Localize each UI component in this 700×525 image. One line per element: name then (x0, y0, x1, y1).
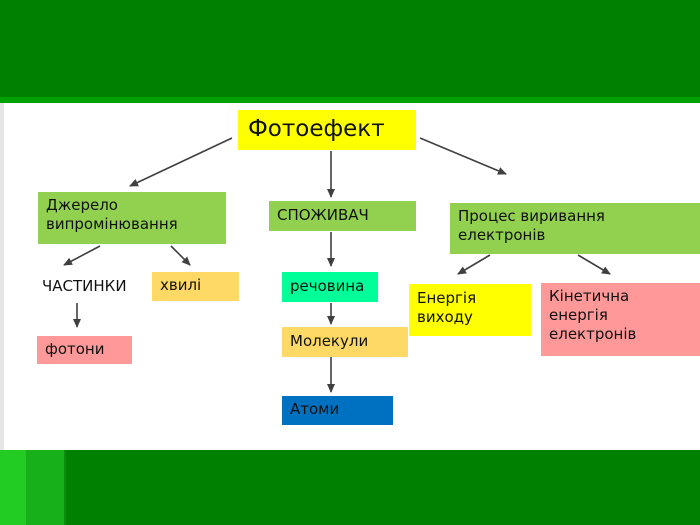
node-kinetic-energy: Кінетична енергія електронів (541, 283, 700, 356)
node-work-function: Енергія виходу (409, 284, 531, 336)
top-band-stripe (0, 97, 700, 103)
node-electron-emission-process: Процес виривання електронів (450, 203, 700, 254)
bottom-green-band (0, 450, 700, 525)
node-atoms: Атоми (282, 396, 393, 425)
arrow-process-to-work-function (457, 254, 491, 275)
node-waves: хвилі (152, 272, 239, 301)
node-photoeffect-title: Фотоефект (238, 110, 416, 150)
node-particles: ЧАСТИНКИ (36, 274, 146, 302)
top-green-band (0, 0, 700, 103)
arrow-source-to-waves (170, 245, 191, 266)
bottom-band-stripe-light (0, 450, 26, 525)
node-radiation-source: Джерело випромінювання (38, 192, 226, 244)
node-molecules: Молекули (282, 327, 408, 357)
node-substance: речовина (282, 272, 378, 302)
bottom-band-stripe-divider (64, 450, 66, 525)
node-photons: фотони (37, 336, 132, 364)
arrow-source-to-particles (63, 245, 101, 266)
bottom-band-stripe-mid (26, 450, 64, 525)
arrow-title-to-process (419, 137, 507, 175)
slide-left-edge (0, 103, 4, 450)
arrow-title-to-source (129, 137, 233, 187)
node-consumer: СПОЖИВАЧ (269, 201, 416, 231)
arrow-process-to-kinetic (577, 254, 611, 275)
